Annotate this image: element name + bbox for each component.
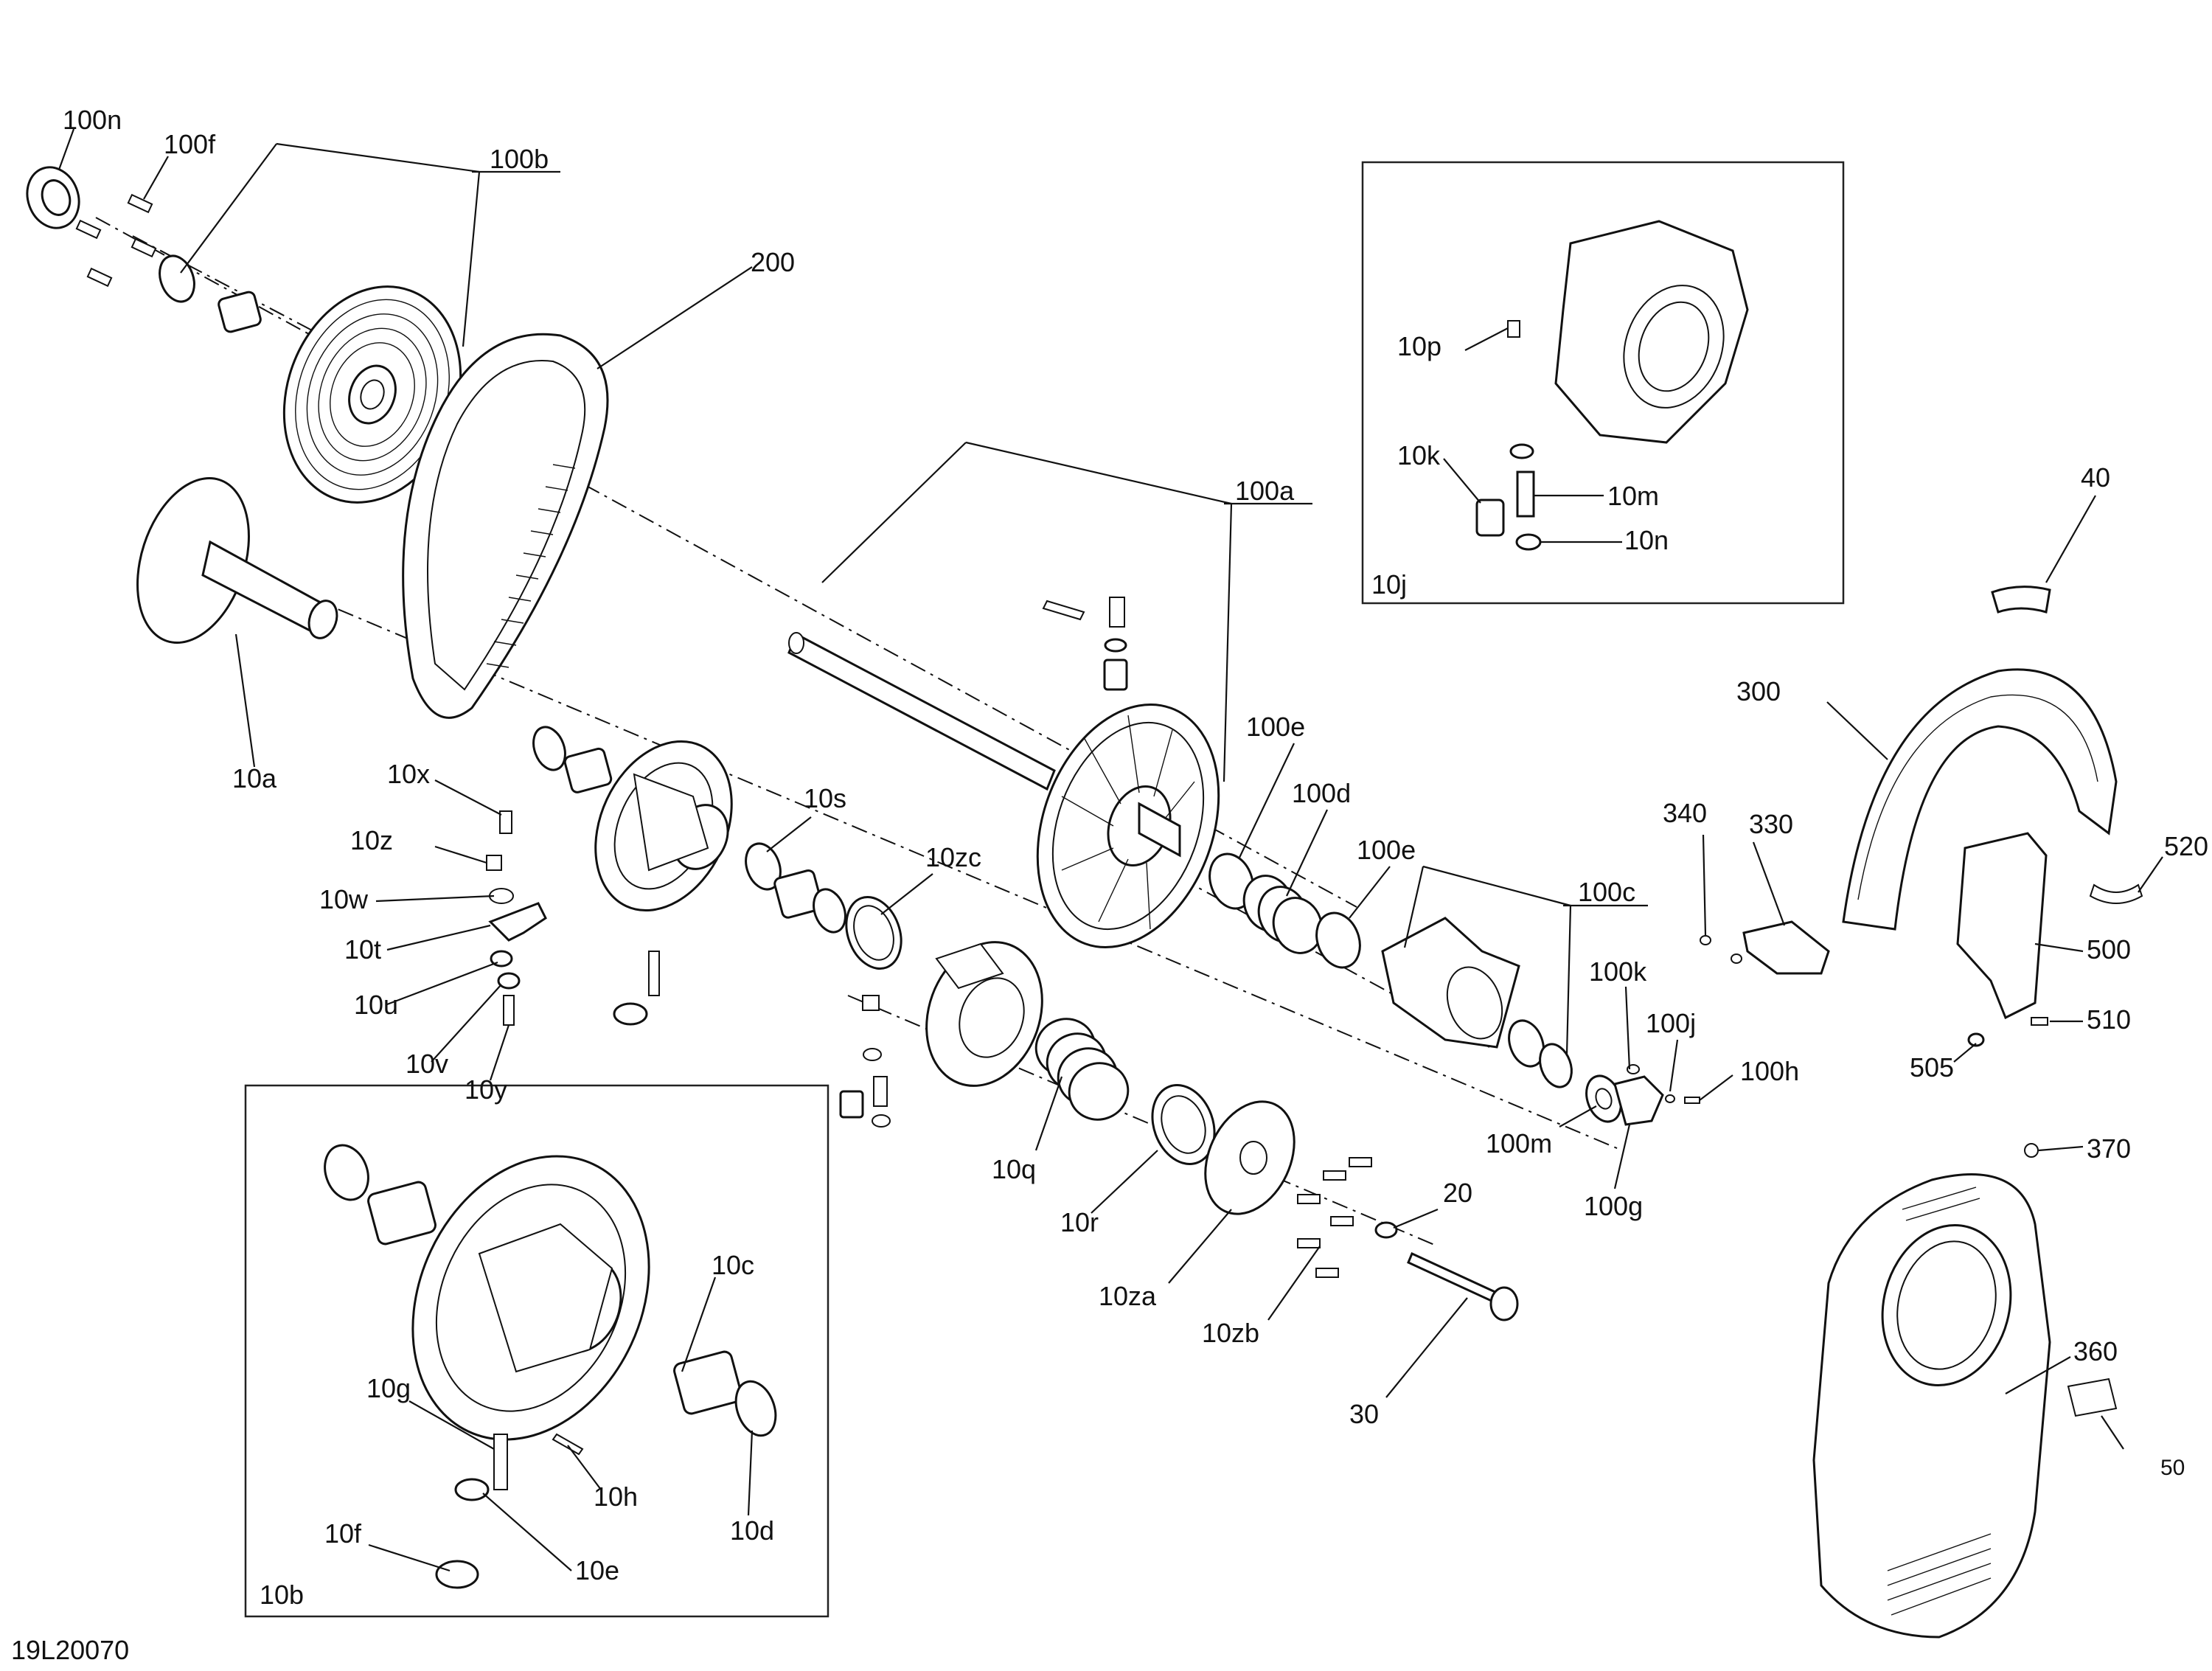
label-100f: 100f xyxy=(164,129,216,159)
label-10za: 10za xyxy=(1099,1281,1157,1311)
belt-guard-300 xyxy=(1842,668,2118,931)
inset-box-10b xyxy=(244,1084,830,1618)
roller-arm-assembly xyxy=(486,810,660,1026)
label-100e-upper: 100e xyxy=(1246,712,1305,742)
inset-label-10j: 10j xyxy=(1371,569,1407,600)
screws-10zb xyxy=(1297,1157,1372,1278)
inset-box-10j xyxy=(1361,161,1845,605)
label-100n: 100n xyxy=(63,105,122,135)
label-330: 330 xyxy=(1749,809,1793,839)
label-20: 20 xyxy=(1443,1178,1472,1208)
label-100a: 100a xyxy=(1235,476,1295,506)
callout-labels: 100n 100f 100b 200 100a 10a 10x 10z 10w … xyxy=(11,105,2208,1665)
label-10q: 10q xyxy=(992,1154,1036,1184)
label-370: 370 xyxy=(2087,1133,2131,1164)
label-10s: 10s xyxy=(804,783,846,813)
label-500: 500 xyxy=(2087,934,2131,965)
cam-housing xyxy=(925,941,1043,1087)
label-10m: 10m xyxy=(1607,481,1659,511)
label-100k: 100k xyxy=(1589,956,1647,987)
drive-belt-200 xyxy=(402,333,609,719)
label-10y: 10y xyxy=(465,1074,507,1105)
spring-cup-10s xyxy=(532,726,613,793)
label-100d: 100d xyxy=(1292,778,1351,808)
label-10w: 10w xyxy=(319,884,369,914)
fixed-sheave-10a xyxy=(136,477,338,644)
shim-40 xyxy=(1991,586,2051,614)
label-10d: 10d xyxy=(730,1515,774,1546)
label-10p: 10p xyxy=(1397,331,1441,361)
inset-label-10b: 10b xyxy=(260,1580,304,1610)
label-100g: 100g xyxy=(1584,1191,1643,1221)
label-360: 360 xyxy=(2073,1336,2118,1366)
label-10n: 10n xyxy=(1624,525,1669,555)
label-100j: 100j xyxy=(1646,1008,1696,1038)
label-10a: 10a xyxy=(232,763,277,793)
bracket-330 xyxy=(1700,920,1830,975)
leader-lines xyxy=(58,128,2163,1572)
washer-20 xyxy=(1374,1221,1398,1239)
bearing-10zc xyxy=(845,896,902,970)
label-100c: 100c xyxy=(1578,877,1635,907)
label-100e-lower: 100e xyxy=(1357,835,1416,865)
label-10f: 10f xyxy=(324,1518,362,1549)
label-10e: 10e xyxy=(575,1555,619,1585)
label-10zc: 10zc xyxy=(925,842,981,872)
flange-100g xyxy=(1613,1064,1700,1126)
label-100h: 100h xyxy=(1740,1056,1799,1086)
cover-10za xyxy=(1204,1100,1295,1215)
label-50: 50 xyxy=(2160,1456,2185,1480)
label-10zb: 10zb xyxy=(1202,1318,1259,1348)
label-510: 510 xyxy=(2087,1004,2131,1035)
rings-10s xyxy=(745,842,846,934)
label-10c: 10c xyxy=(712,1250,754,1280)
label-100m: 100m xyxy=(1486,1128,1552,1158)
drawing-id: 19L20070 xyxy=(11,1635,129,1665)
label-40: 40 xyxy=(2081,462,2110,493)
label-10h: 10h xyxy=(594,1481,638,1512)
label-10z: 10z xyxy=(350,825,393,855)
small-parts-stack xyxy=(839,995,891,1128)
label-300: 300 xyxy=(1736,676,1781,706)
secondary-sheave xyxy=(1036,703,1220,949)
label-10v: 10v xyxy=(406,1049,448,1079)
label-10k: 10k xyxy=(1397,440,1441,470)
screws-100f xyxy=(75,193,157,288)
rings-100e-100d xyxy=(1208,852,1361,969)
pin-and-bushing-top xyxy=(1042,597,1128,691)
bolt-30 xyxy=(1407,1251,1519,1321)
seal-100n xyxy=(26,166,80,229)
shaft-100a xyxy=(787,632,1056,791)
clutch-100c xyxy=(1381,917,1573,1088)
housing-360 xyxy=(1812,1143,2118,1639)
label-520: 520 xyxy=(2164,831,2208,861)
movable-sheave-housing xyxy=(594,740,733,912)
label-505: 505 xyxy=(1910,1052,1954,1083)
spring-10q xyxy=(1034,1018,1130,1121)
label-10x: 10x xyxy=(387,759,430,789)
label-100b: 100b xyxy=(490,144,549,174)
label-10t: 10t xyxy=(344,934,381,965)
label-30: 30 xyxy=(1349,1399,1379,1429)
bracket-500 xyxy=(1956,832,2143,1047)
cup-10r xyxy=(1151,1084,1216,1165)
retaining-ring xyxy=(159,254,195,303)
bushing xyxy=(218,291,262,333)
label-200: 200 xyxy=(751,247,795,277)
label-10u: 10u xyxy=(354,990,398,1020)
label-10g: 10g xyxy=(366,1373,411,1403)
washer-100m xyxy=(1585,1074,1622,1123)
label-340: 340 xyxy=(1663,798,1707,828)
label-10r: 10r xyxy=(1060,1207,1099,1237)
